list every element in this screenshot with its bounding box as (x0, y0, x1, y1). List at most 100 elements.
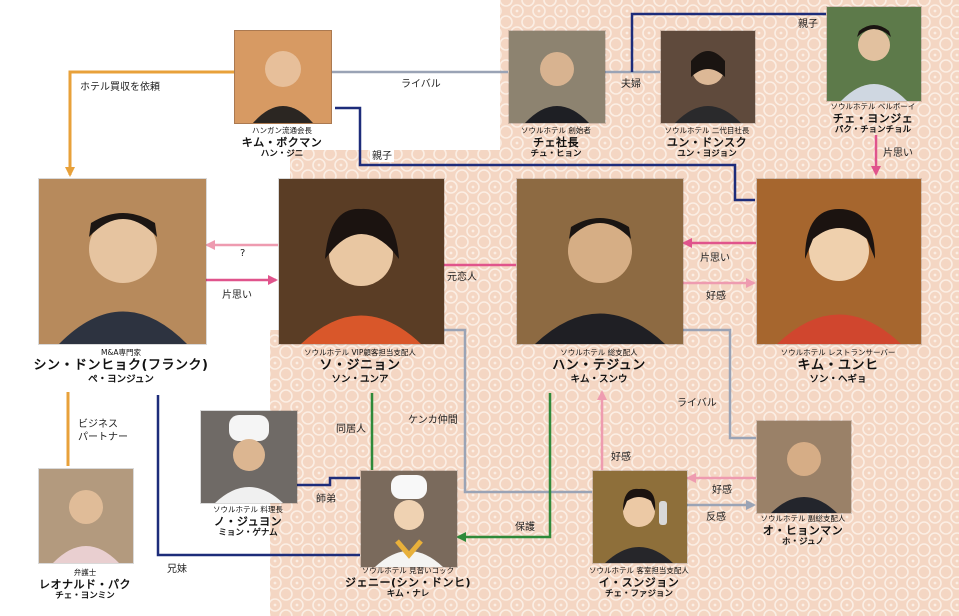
label-leonard: 弁護士 レオナルド・パク チェ・ヨンミン (25, 568, 145, 602)
character-name: ジェニー(シン・ドンヒ) (344, 576, 472, 589)
photo-lee (592, 470, 688, 564)
rel-couple: 夫婦 (621, 79, 641, 90)
label-shin: M&A専門家 シン・ドンヒョク(フランク) ペ・ヨンジュン (31, 348, 211, 386)
rel-rival-top: ライバル (399, 75, 443, 90)
rel-dislike: 反感 (706, 512, 726, 523)
label-lee: ソウルホテル 客室担当支配人 イ・スンジョン チェ・ファジョン (574, 566, 704, 600)
photo-no (200, 410, 298, 504)
rel-siblings: 兄妹 (165, 560, 189, 575)
rel-parent-top: 親子 (798, 19, 818, 30)
character-name: ユン・ドンスク (666, 136, 748, 149)
portrait-icon (509, 31, 605, 123)
label-han-taejun: ソウルホテル 総支配人 ハン・テジュン キム・スンウ (509, 348, 689, 386)
rel-master-pupil: 師弟 (316, 494, 336, 505)
portrait-icon (279, 179, 444, 344)
rel-rival-oh: ライバル (677, 398, 717, 409)
photo-han-taejun (516, 178, 684, 345)
actor-name: チェ・ファジョン (604, 589, 673, 599)
role: ソウルホテル ベルボーイ (830, 102, 916, 111)
role: ソウルホテル 創始者 (521, 126, 591, 135)
role: ソウルホテル VIP顧客担当支配人 (304, 348, 416, 357)
actor-name: ユン・ヨジョン (677, 149, 737, 159)
rel-unrequited-yongjae: 片思い (883, 148, 913, 159)
portrait-icon (201, 411, 297, 503)
label-choi-pres: ソウルホテル 創始者 チェ社長 チュ・ヒョン (496, 126, 616, 160)
character-name: キム・ユンヒ (797, 358, 879, 373)
actor-name: ホ・ジュノ (782, 537, 824, 547)
line-parent-top (630, 12, 826, 72)
actor-name: チュ・ヒョン (530, 149, 582, 159)
line-hotel-buy (65, 70, 234, 177)
label-han-gijun: ハンガン流通会長 キム・ボクマン ハン・ジニ (222, 126, 342, 160)
character-name: チェ・ヨンジェ (832, 112, 914, 125)
character-name: チェ社長 (533, 136, 579, 149)
character-name: ハン・テジュン (552, 358, 646, 373)
line-parent-mid (335, 106, 755, 202)
character-name: イ・スンジョン (598, 576, 680, 589)
rel-business: ビジネス パートナー (76, 418, 130, 444)
label-kim-yunhee: ソウルホテル レストランサーバー キム・ユンヒ ソン・ヘギョ (748, 348, 928, 386)
photo-leonard (38, 468, 134, 564)
rel-roommate: 同居人 (336, 424, 366, 435)
portrait-icon (827, 7, 921, 101)
portrait-icon (593, 471, 687, 563)
photo-kim-yunhee (756, 178, 922, 345)
photo-choi-pres (508, 30, 606, 124)
rel-unrequited-shin: 片思い (220, 286, 254, 301)
rel-ex-lover: 元恋人 (447, 272, 477, 283)
portrait-icon (661, 31, 755, 123)
line-fight-buddy (443, 328, 592, 494)
role: M&A専門家 (101, 348, 141, 357)
character-name: レオナルド・パク (39, 578, 131, 591)
actor-name: ペ・ヨンジュン (88, 374, 154, 385)
character-name: ソ・ジニョン (319, 358, 401, 373)
label-oh: ソウルホテル 副総支配人 オ・ヒョンマン ホ・ジュノ (743, 514, 863, 548)
character-name: オ・ヒョンマン (762, 524, 844, 537)
label-choi-yongjae: ソウルホテル ベルボーイ チェ・ヨンジェ パク・チョンチョル (813, 102, 933, 136)
rel-unrequited-yunhee: 片思い (700, 253, 730, 264)
portrait-icon (235, 31, 331, 123)
character-name: ノ・ジュヨン (213, 515, 283, 528)
portrait-icon (757, 179, 921, 344)
role: ソウルホテル 料理長 (213, 505, 283, 514)
actor-name: パク・チョンチョル (834, 125, 912, 135)
actor-name: ソン・ユンア (331, 374, 389, 385)
role: ソウルホテル 見習いコック (361, 566, 455, 575)
role: ソウルホテル 二代目社長 (664, 126, 750, 135)
role: ハンガン流通会長 (252, 126, 312, 135)
photo-oh (756, 420, 852, 514)
portrait-icon (361, 471, 457, 567)
role: ソウルホテル 総支配人 (560, 348, 638, 357)
rel-goodwill-taejun: 好感 (706, 291, 726, 302)
rel-goodwill-lee: 好感 (611, 452, 631, 463)
character-name: キム・ボクマン (241, 136, 323, 149)
photo-choi-yongjae (826, 6, 922, 102)
label-jenny: ソウルホテル 見習いコック ジェニー(シン・ドンヒ) キム・ナレ (338, 566, 478, 600)
photo-shin (38, 178, 207, 345)
portrait-icon (517, 179, 683, 344)
line-rival-oh (682, 328, 756, 440)
rel-hotel-buy: ホテル買収を依頼 (78, 78, 162, 93)
portrait-icon (39, 179, 206, 344)
actor-name: ソン・ヘギョ (809, 374, 867, 385)
label-yun: ソウルホテル 二代目社長 ユン・ドンスク ユン・ヨジョン (647, 126, 767, 160)
role: ソウルホテル 客室担当支配人 (589, 566, 689, 575)
photo-yun (660, 30, 756, 124)
rel-parent-mid: 親子 (370, 147, 394, 162)
role: ソウルホテル レストランサーバー (780, 348, 896, 357)
role: 弁護士 (73, 568, 97, 577)
actor-name: キム・ナレ (386, 589, 430, 599)
photo-seo (278, 178, 445, 345)
photo-jenny (360, 470, 458, 568)
rel-fight-buddy: ケンカ仲間 (408, 415, 458, 426)
rel-business-line2: パートナー (78, 432, 128, 443)
label-no: ソウルホテル 料理長 ノ・ジュヨン ミョン・ゲナム (188, 505, 308, 539)
rel-question: ? (238, 248, 248, 259)
rel-goodwill-oh: 好感 (712, 485, 732, 496)
role: ソウルホテル 副総支配人 (760, 514, 846, 523)
rel-protect: 保護 (515, 522, 535, 533)
line-master-pupil (296, 476, 360, 487)
portrait-icon (39, 469, 133, 563)
